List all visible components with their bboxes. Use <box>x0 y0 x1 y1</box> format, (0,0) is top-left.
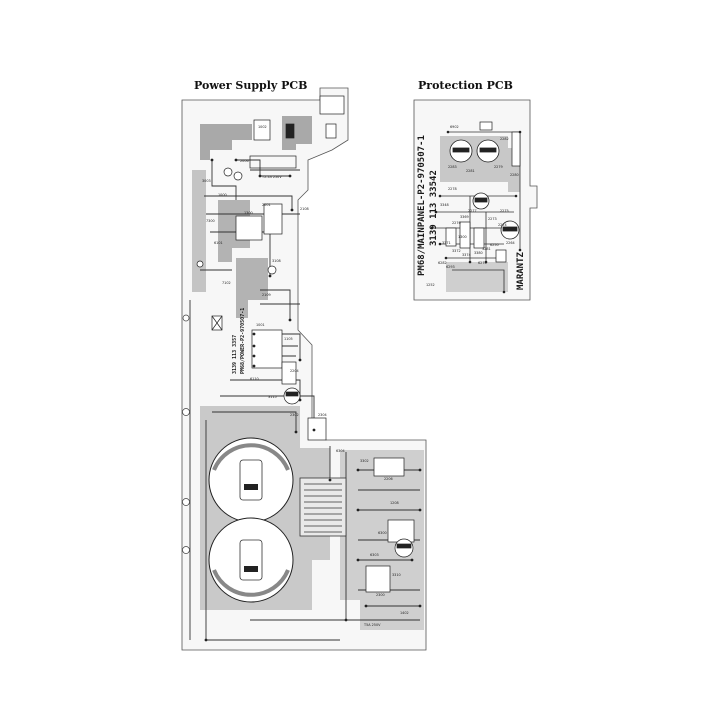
component-code: 2109 <box>262 293 271 297</box>
power-board-name: PM68/POWER-P2-970507-1 <box>240 308 246 374</box>
heat-sink <box>299 477 347 537</box>
component-code: 6274 <box>478 261 487 265</box>
component-code: 6110 <box>250 377 259 381</box>
component-code: 2108 <box>300 207 309 211</box>
component-code: 3371 <box>442 241 451 245</box>
component-code: 2282 <box>500 137 509 141</box>
component-code: 2275 <box>500 209 509 213</box>
small-caps-power <box>196 167 414 558</box>
component-code: 3374 <box>462 253 471 257</box>
component-code: 2281 <box>466 169 475 173</box>
protection-board-code: 3139 113 33542 <box>429 170 439 246</box>
protection-title: Protection PCB <box>418 79 513 92</box>
brand-marking: MARANTZ <box>516 251 526 290</box>
traces-protection <box>432 131 521 292</box>
mounting-holes <box>182 314 190 554</box>
component-code: 3372 <box>452 249 461 253</box>
component-code: 3380 <box>474 251 483 255</box>
component-code: 1105 <box>284 337 293 341</box>
copper-fill-mid <box>236 258 268 318</box>
component-code: 1300 <box>458 235 467 239</box>
copper-fill-top <box>200 124 252 160</box>
protection-board-name: PM68/MAINPANEL-P2-970507-1 <box>417 135 427 276</box>
component-code: 2006 <box>240 159 249 163</box>
protection-component-codes: 6902 2282 2283 2280 2281 2279 3348 2275 2277 2278… <box>426 125 519 287</box>
component-code: 6902 <box>450 125 459 129</box>
component-code: 3115 <box>268 395 277 399</box>
component-code: 3281 <box>482 247 491 251</box>
component-code: 2278 <box>448 187 457 191</box>
component-code: 2280 <box>510 173 519 177</box>
fuse-rating-bottom: T5A 250V <box>363 623 381 627</box>
component-code: 3302 <box>360 459 369 463</box>
component-code: 6250 <box>490 243 499 247</box>
component-code: 3348 <box>440 203 449 207</box>
component-code: 6304 <box>336 449 345 453</box>
fuse-rating: T2.5A 250V <box>261 175 282 179</box>
component-code: 2304 <box>318 413 327 417</box>
component-code: 2279 <box>494 165 503 169</box>
component-code: 2274 <box>498 223 507 227</box>
power-supply-title: Power Supply PCB <box>194 79 308 92</box>
protection-components <box>445 121 521 263</box>
component-code: 3003 <box>202 179 211 183</box>
component-code: 2206 <box>384 477 393 481</box>
component-code: 2001 <box>262 203 271 207</box>
components-power <box>211 95 415 593</box>
component-code: 2302 <box>290 413 299 417</box>
power-supply-board: T2.5A 250V T5A 250V 3139 113 3357 PM68/P… <box>181 87 427 651</box>
component-code: 2277 <box>468 209 477 213</box>
component-code: 3310 <box>392 573 401 577</box>
component-code: 6282 <box>438 261 447 265</box>
capacitor-large-1 <box>208 437 294 523</box>
component-code: 2264 <box>506 241 515 245</box>
component-code: 3369 <box>460 215 469 219</box>
power-board-code: 3139 113 3357 <box>232 335 238 374</box>
component-code: 2204 <box>290 369 299 373</box>
component-code: 2276 <box>452 221 461 225</box>
component-code: 1002 <box>258 125 267 129</box>
power-component-codes: 1002 2006 3003 1000 2001 7300 1300 2108 6101 3108… <box>202 125 409 615</box>
component-code: 1300 <box>244 211 253 215</box>
pads-power <box>204 158 422 642</box>
component-code: 6303 <box>370 553 379 557</box>
copper-fill-left <box>192 170 206 292</box>
component-code: 1208 <box>390 501 399 505</box>
component-code: 2300 <box>376 593 385 597</box>
protection-copper-2 <box>446 262 508 292</box>
protection-caps <box>449 139 520 240</box>
component-code: 6101 <box>214 241 223 245</box>
capacitor-large-2 <box>208 517 294 603</box>
component-code: 2283 <box>448 165 457 169</box>
component-code: 1001 <box>256 323 265 327</box>
component-code: 1402 <box>400 611 409 615</box>
pads-protection <box>430 130 522 294</box>
component-code: 7102 <box>222 281 231 285</box>
component-code: 1000 <box>218 193 227 197</box>
component-code: 3108 <box>272 259 281 263</box>
copper-fill-relay <box>218 200 250 262</box>
component-code: 6300 <box>378 531 387 535</box>
component-code: 1252 <box>426 283 435 287</box>
component-code: 7300 <box>206 219 215 223</box>
component-code: 6293 <box>446 265 455 269</box>
component-code: 2273 <box>488 217 497 221</box>
protection-board: PM68/MAINPANEL-P2-970507-1 3139 113 3354… <box>413 99 538 301</box>
